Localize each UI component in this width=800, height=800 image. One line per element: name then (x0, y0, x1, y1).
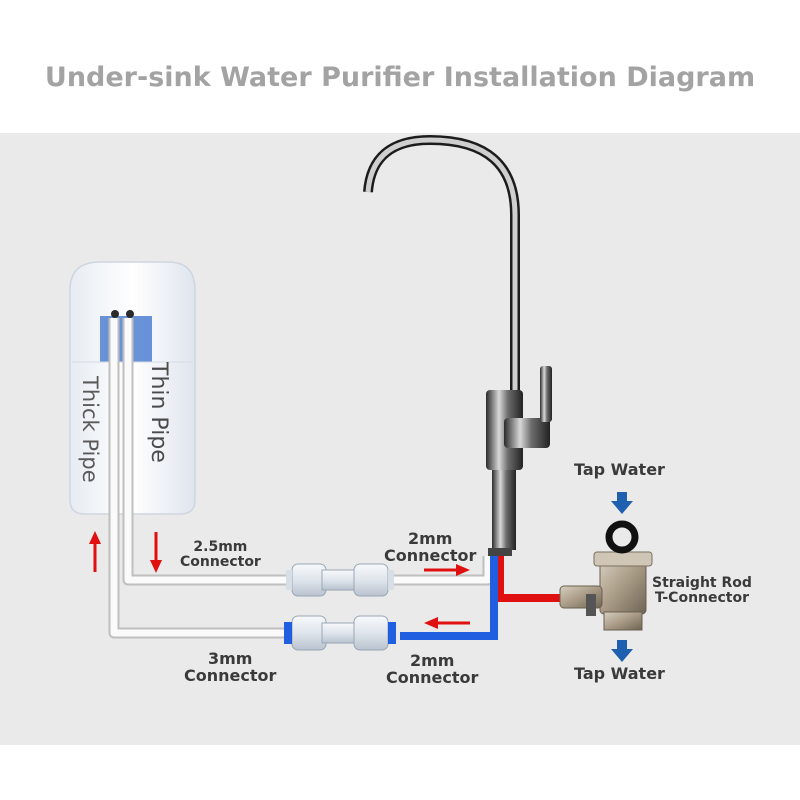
connector-2-5mm-label: 2.5mm Connector (180, 540, 261, 569)
connector-3mm-label: 3mm Connector (184, 649, 277, 685)
tap-water-out-label: Tap Water (574, 664, 665, 683)
colored-pipes (400, 556, 560, 640)
connector-3mm-size: 3mm (207, 649, 253, 668)
connector-2mm-top-text: Connector (384, 545, 477, 565)
connector-2mm-top-size: 2mm (407, 529, 453, 548)
thin-pipe-label: Thin Pipe (146, 362, 171, 463)
t-connector-line1: Straight Rod (652, 575, 752, 591)
faucet-icon (363, 134, 552, 556)
lower-connector (284, 615, 396, 651)
connector-2-5mm-size: 2.5mm (193, 539, 248, 555)
connector-2mm-bottom-size: 2mm (409, 651, 455, 670)
page-title: Under-sink Water Purifier Installation D… (44, 62, 756, 93)
connector-2mm-bottom-label: 2mm Connector (386, 651, 479, 687)
white-pipes (108, 318, 494, 639)
t-connector-line2: T-Connector (654, 589, 750, 606)
connector-2-5mm-text: Connector (180, 553, 261, 570)
flow-arrow-icon (89, 492, 633, 662)
connector-3mm-text: Connector (184, 665, 277, 685)
thick-pipe-label: Thick Pipe (78, 376, 102, 483)
connector-2mm-top-label: 2mm Connector (384, 529, 477, 565)
connector-2mm-bottom-text: Connector (386, 667, 479, 687)
tap-water-in-label: Tap Water (574, 460, 665, 479)
upper-connector (286, 563, 394, 597)
gasket-ring-icon (605, 520, 639, 554)
t-connector-label: Straight Rod T-Connector (652, 576, 752, 605)
t-valve-icon (559, 551, 653, 631)
